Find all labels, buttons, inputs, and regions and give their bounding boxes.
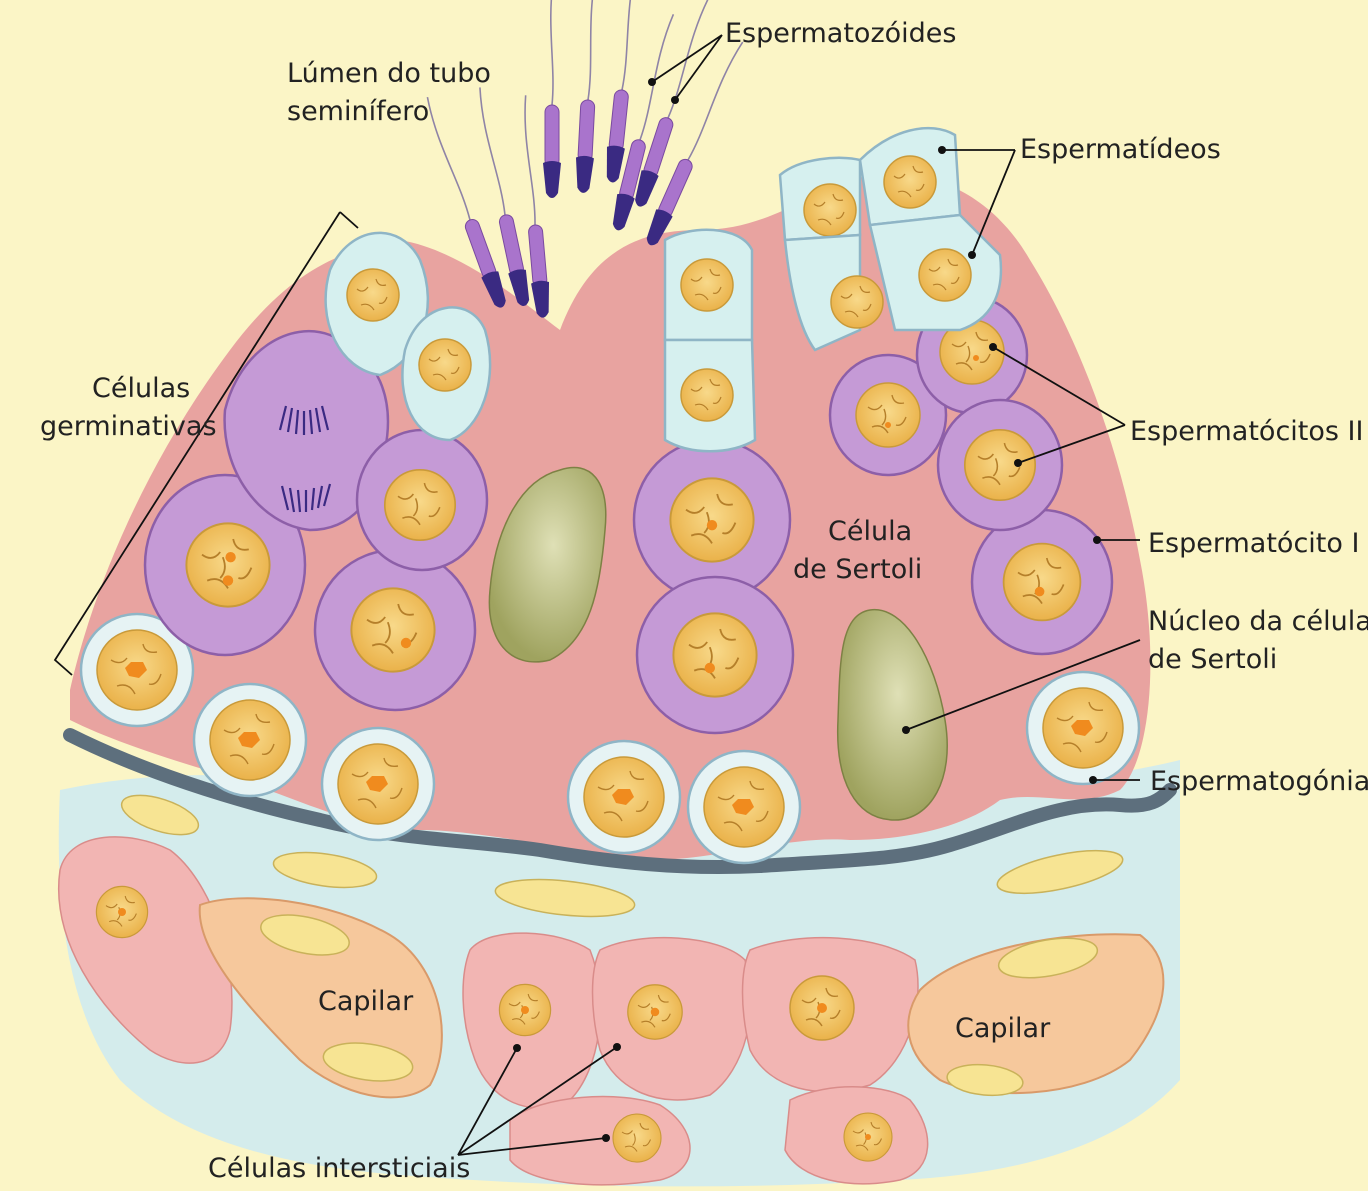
- label-espermatozoides: Espermatozóides: [725, 18, 956, 49]
- label-capilar-right: Capilar: [955, 1013, 1051, 1044]
- label-celulas-germinativas-line1: Células: [92, 373, 190, 404]
- label-espermatideos: Espermatídeos: [1020, 134, 1221, 165]
- label-nucleo-sertoli-line1: Núcleo da célula: [1148, 606, 1368, 637]
- label-espermatocitos-ii: Espermatócitos II: [1130, 416, 1363, 447]
- label-celulas-intersticiais: Células intersticiais: [208, 1153, 470, 1184]
- label-espermatogonia: Espermatogónia: [1150, 766, 1368, 797]
- label-lumen-line2: seminífero: [287, 96, 429, 127]
- label-espermatocito-i: Espermatócito I: [1148, 528, 1359, 559]
- label-celula-sertoli-line2: de Sertoli: [793, 554, 922, 585]
- label-celula-sertoli-line1: Célula: [828, 516, 912, 547]
- label-celulas-germinativas-line2: germinativas: [40, 411, 217, 442]
- label-capilar-left: Capilar: [318, 986, 414, 1017]
- label-nucleo-sertoli-line2: de Sertoli: [1148, 644, 1277, 675]
- label-lumen-line1: Lúmen do tubo: [287, 58, 491, 89]
